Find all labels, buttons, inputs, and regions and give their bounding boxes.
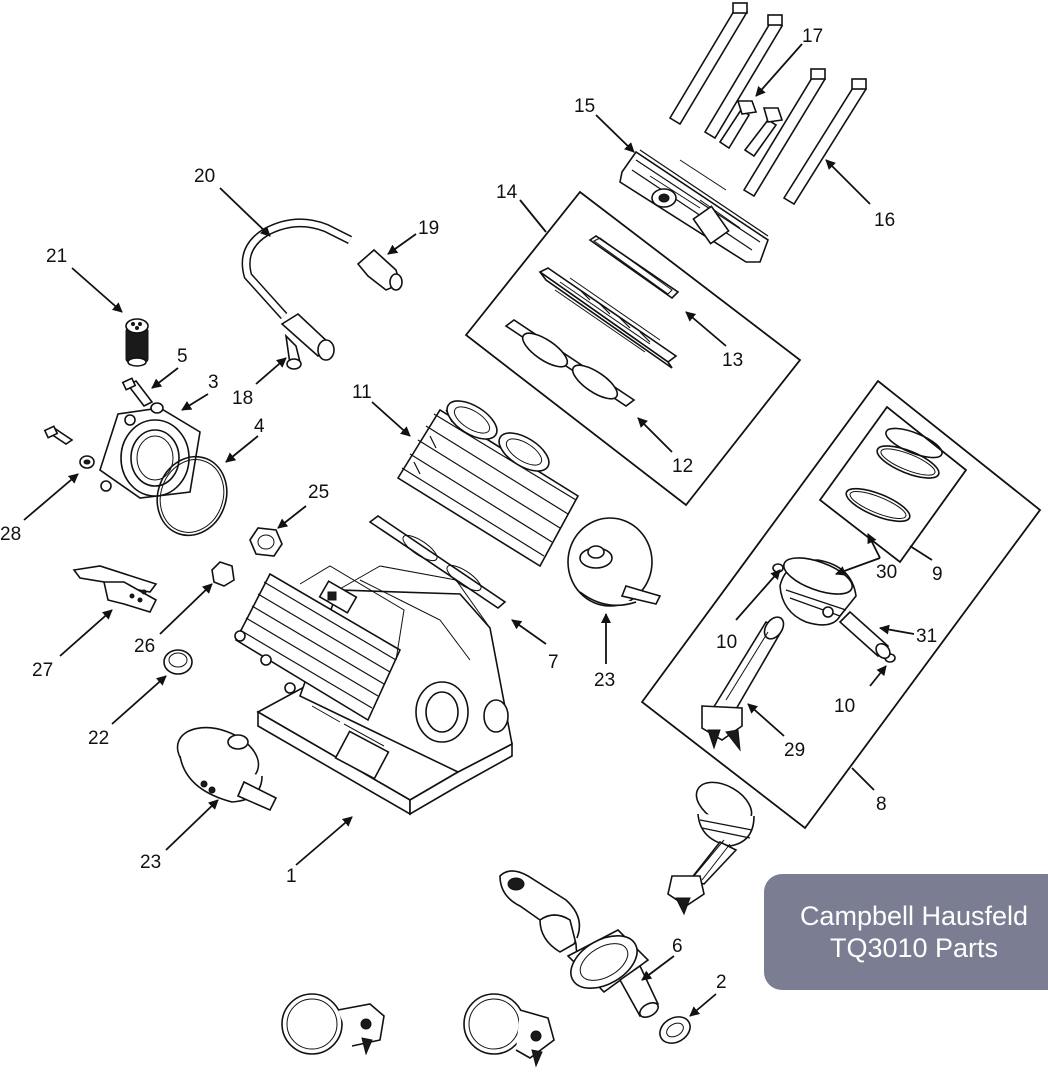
end-cover-right bbox=[567, 517, 662, 607]
valve-plate-gasket bbox=[588, 235, 680, 300]
piston-rod-group-box bbox=[640, 379, 1042, 830]
callout-18: 18 bbox=[232, 388, 253, 409]
callout-10-lower: 10 bbox=[834, 696, 855, 717]
callout-16: 16 bbox=[874, 210, 895, 231]
callout-17: 17 bbox=[802, 26, 823, 47]
callout-29: 29 bbox=[784, 740, 805, 761]
head-bolts bbox=[718, 100, 784, 158]
callout-27: 27 bbox=[32, 660, 53, 681]
wrist-pin bbox=[838, 610, 891, 660]
end-cover-left bbox=[176, 726, 278, 812]
callout-13: 13 bbox=[722, 350, 743, 371]
head-gasket bbox=[504, 319, 636, 407]
callout-26: 26 bbox=[134, 636, 155, 657]
callout-4: 4 bbox=[254, 416, 265, 437]
clip-upper bbox=[772, 563, 784, 573]
callout-30: 30 bbox=[876, 562, 897, 583]
bearing-carrier bbox=[99, 402, 201, 499]
callout-15: 15 bbox=[574, 96, 595, 117]
head-valve-group-box bbox=[464, 190, 802, 507]
callout-19: 19 bbox=[418, 218, 439, 239]
crankshaft bbox=[499, 870, 660, 1019]
bolt-5 bbox=[121, 377, 154, 408]
cylinder-head bbox=[619, 149, 769, 263]
callout-10-upper: 10 bbox=[716, 632, 737, 653]
callout-25: 25 bbox=[308, 482, 329, 503]
callout-5: 5 bbox=[177, 346, 188, 367]
discharge-tube bbox=[241, 218, 353, 320]
callout-9: 9 bbox=[932, 564, 943, 585]
tee-fitting bbox=[280, 312, 335, 370]
callout-20: 20 bbox=[194, 166, 215, 187]
callout-leaders bbox=[23, 43, 933, 1017]
connecting-rod bbox=[701, 616, 785, 752]
badge-model: TQ3010 Parts bbox=[829, 933, 999, 963]
callout-31: 31 bbox=[916, 626, 937, 647]
callout-2: 2 bbox=[716, 972, 727, 993]
nut-25 bbox=[249, 527, 283, 557]
badge-brand: Campbell Hausfeld bbox=[799, 901, 1029, 931]
plug-22 bbox=[163, 649, 193, 675]
cylinder-gasket bbox=[368, 515, 507, 610]
valve-plate bbox=[538, 267, 678, 369]
callout-7: 7 bbox=[548, 652, 559, 673]
piston bbox=[779, 557, 857, 626]
callout-23-left: 23 bbox=[140, 852, 161, 873]
crankcase bbox=[234, 565, 513, 816]
piston-bottom-left bbox=[281, 993, 385, 1056]
callout-23-right: 23 bbox=[594, 670, 615, 691]
callout-11: 11 bbox=[352, 382, 372, 403]
callout-28: 28 bbox=[0, 524, 21, 545]
breather-filter bbox=[125, 318, 149, 367]
callout-1: 1 bbox=[286, 866, 297, 887]
piston-rod-assembly bbox=[667, 781, 755, 916]
callout-22: 22 bbox=[88, 728, 109, 749]
piston-rings bbox=[845, 427, 943, 523]
callout-6: 6 bbox=[672, 936, 683, 957]
callout-8: 8 bbox=[876, 794, 887, 815]
title-badge: Campbell Hausfeld TQ3010 Parts bbox=[764, 874, 1048, 990]
piston-bottom-right bbox=[463, 993, 555, 1068]
bracket-27 bbox=[72, 565, 158, 613]
o-ring bbox=[156, 455, 228, 537]
callout-14: 14 bbox=[496, 182, 518, 203]
callout-21: 21 bbox=[46, 246, 67, 267]
cylinder bbox=[396, 400, 580, 568]
cylinder-bolts bbox=[668, 2, 868, 206]
elbow-fitting bbox=[356, 248, 403, 291]
callout-3: 3 bbox=[208, 372, 219, 393]
bolt-28 bbox=[43, 425, 95, 469]
shaft-seal bbox=[659, 1016, 691, 1044]
fitting-26 bbox=[211, 561, 235, 587]
callout-12: 12 bbox=[672, 456, 693, 477]
